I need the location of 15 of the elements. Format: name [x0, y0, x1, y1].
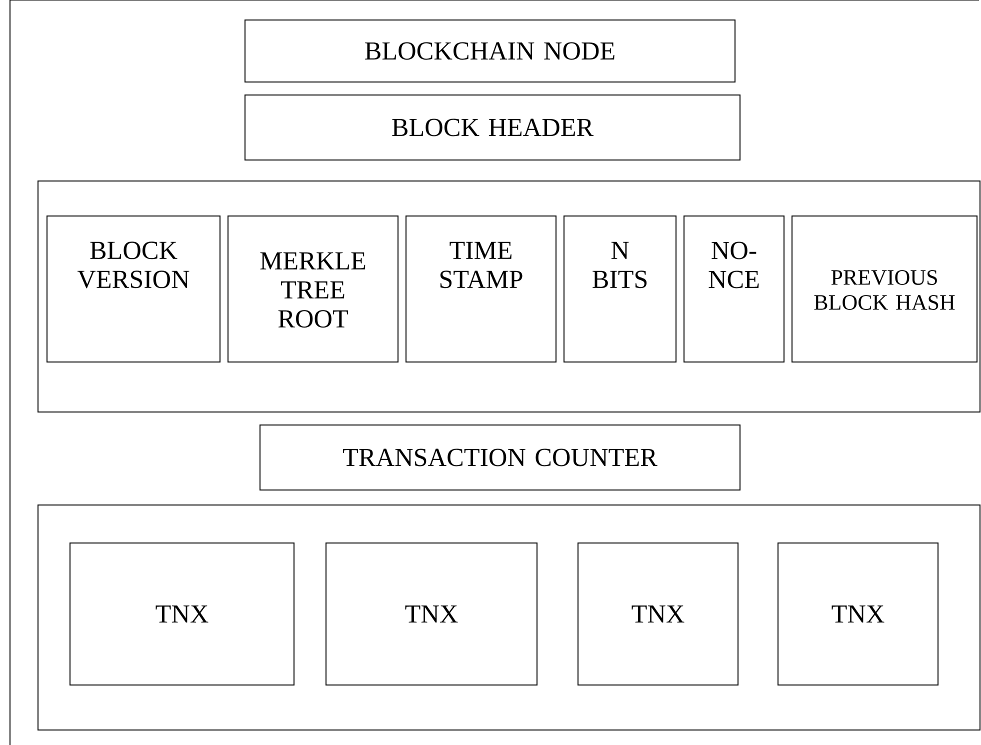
- label-box: TRANSACTION COUNTER: [260, 424, 740, 490]
- container-box: [38, 504, 981, 730]
- field-box: PREVIOUS BLOCK HASH: [792, 216, 978, 362]
- field-box: TNX: [778, 542, 939, 686]
- container-box: [38, 180, 981, 412]
- field-box: BLOCK VERSION: [46, 216, 220, 362]
- field-box: TNX: [578, 542, 739, 686]
- field-box: N BITS: [564, 216, 676, 362]
- field-box: TNX: [326, 542, 538, 686]
- label-box: BLOCKCHAIN NODE: [244, 20, 736, 82]
- field-box: MERKLE TREE ROOT: [228, 216, 398, 362]
- label-box: BLOCK HEADER: [244, 94, 740, 160]
- field-box: TNX: [70, 542, 294, 686]
- field-box: NO- NCE: [684, 216, 784, 362]
- field-box: TIME STAMP: [406, 216, 556, 362]
